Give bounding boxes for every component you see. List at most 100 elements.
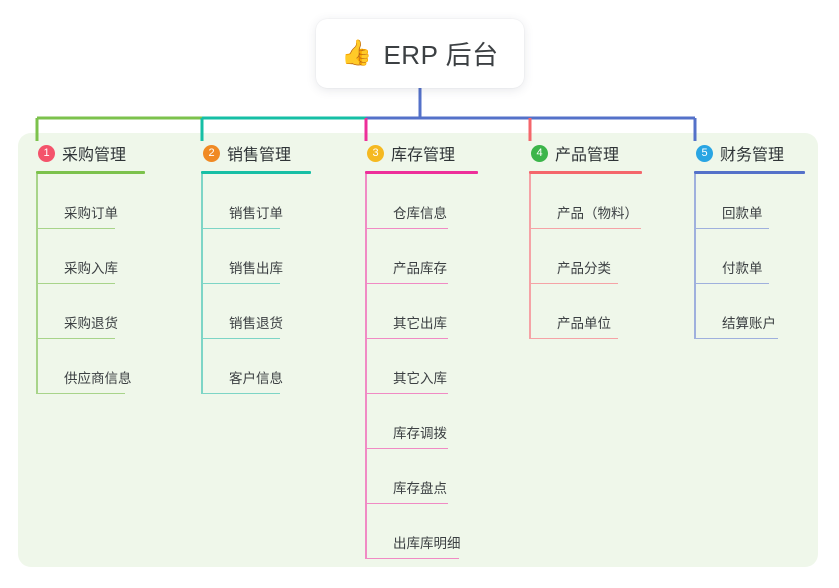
leaf-item-rule (365, 337, 448, 339)
leaf-item-rule (694, 337, 778, 339)
leaf-item[interactable]: 采购退货 (36, 284, 145, 339)
column-4: 4 产品管理产品（物料） 产品分类产品单位 (529, 141, 642, 339)
leaf-item-label: 付款单 (722, 260, 763, 276)
leaf-item[interactable]: 出库库明细 (365, 504, 478, 559)
leaf-item-label: 产品分类 (557, 260, 611, 276)
leaf-item-label: 销售退货 (229, 315, 283, 331)
leaf-item[interactable]: 其它入库 (365, 339, 478, 394)
column-spine-3 (365, 174, 367, 559)
leaf-item-rule (201, 337, 280, 339)
leaf-item[interactable]: 采购订单 (36, 174, 145, 229)
leaf-list-5: 回款单付款单结算账户 (694, 174, 805, 339)
leaf-item[interactable]: 库存盘点 (365, 449, 478, 504)
leaf-item[interactable]: 回款单 (694, 174, 805, 229)
leaf-item-rule (365, 447, 448, 449)
leaf-item-label: 销售出库 (229, 260, 283, 276)
column-spine-4 (529, 174, 531, 339)
column-header-rule-2 (201, 171, 311, 174)
leaf-item-rule (365, 282, 448, 284)
column-header-3[interactable]: 3 库存管理 (365, 141, 478, 165)
leaf-item[interactable]: 产品（物料） (529, 174, 642, 229)
column-title-5: 财务管理 (720, 147, 785, 164)
leaf-item-label: 采购入库 (64, 260, 118, 276)
column-badge-2: 2 (203, 144, 220, 162)
leaf-item-label: 其它入库 (393, 370, 447, 386)
column-title-4: 产品管理 (555, 147, 620, 164)
leaf-list-3: 仓库信息产品库存其它出库其它入库库存调拨库存盘点出库库明细 (365, 174, 478, 559)
leaf-item-label: 库存调拨 (393, 425, 447, 441)
leaf-item[interactable]: 产品单位 (529, 284, 642, 339)
leaf-item-rule (529, 282, 618, 284)
branches-panel (18, 133, 818, 567)
leaf-item-label: 产品（物料） (557, 205, 638, 221)
leaf-item[interactable]: 供应商信息 (36, 339, 145, 394)
leaf-item[interactable]: 产品库存 (365, 229, 478, 284)
root-node[interactable]: 👍 ERP 后台 (316, 19, 524, 88)
leaf-item-rule (36, 392, 125, 394)
column-title-3: 库存管理 (391, 147, 456, 164)
leaf-item-label: 产品单位 (557, 315, 611, 331)
leaf-list-1: 采购订单采购入库采购退货供应商信息 (36, 174, 145, 394)
leaf-item-rule (201, 227, 280, 229)
column-spine-1 (36, 174, 38, 394)
column-badge-5: 5 (696, 144, 713, 162)
column-spine-5 (694, 174, 696, 339)
column-badge-4: 4 (531, 144, 548, 162)
leaf-item-rule (694, 282, 769, 284)
leaf-item[interactable]: 其它出库 (365, 284, 478, 339)
leaf-item-label: 出库库明细 (393, 535, 461, 551)
column-title-2: 销售管理 (227, 147, 292, 164)
column-badge-1: 1 (38, 144, 55, 162)
leaf-item-rule (36, 282, 115, 284)
column-1: 1 采购管理采购订单采购入库采购退货供应商信息 (36, 141, 145, 394)
leaf-item-rule (201, 282, 280, 284)
leaf-item-label: 销售订单 (229, 205, 283, 221)
column-header-2[interactable]: 2 销售管理 (201, 141, 311, 165)
leaf-item[interactable]: 产品分类 (529, 229, 642, 284)
leaf-item-label: 产品库存 (393, 260, 447, 276)
leaf-list-2: 销售订单销售出库销售退货客户信息 (201, 174, 311, 394)
leaf-item-label: 采购订单 (64, 205, 118, 221)
column-header-5[interactable]: 5 财务管理 (694, 141, 805, 165)
leaf-item[interactable]: 结算账户 (694, 284, 805, 339)
leaf-item-label: 其它出库 (393, 315, 447, 331)
root-node-label: ERP 后台 (383, 40, 499, 70)
leaf-item-rule (529, 227, 641, 229)
leaf-item-rule (36, 337, 115, 339)
leaf-item[interactable]: 付款单 (694, 229, 805, 284)
column-5: 5 财务管理回款单付款单结算账户 (694, 141, 805, 339)
leaf-item-label: 供应商信息 (64, 370, 132, 386)
column-header-4[interactable]: 4 产品管理 (529, 141, 642, 165)
leaf-item[interactable]: 采购入库 (36, 229, 145, 284)
column-spine-2 (201, 174, 203, 394)
column-3: 3 库存管理仓库信息产品库存其它出库其它入库库存调拨库存盘点出库库明细 (365, 141, 478, 559)
leaf-item-label: 客户信息 (229, 370, 283, 386)
leaf-item[interactable]: 库存调拨 (365, 394, 478, 449)
leaf-item[interactable]: 销售出库 (201, 229, 311, 284)
column-title-1: 采购管理 (62, 147, 127, 164)
leaf-item[interactable]: 销售退货 (201, 284, 311, 339)
leaf-item[interactable]: 客户信息 (201, 339, 311, 394)
leaf-item-label: 仓库信息 (393, 205, 447, 221)
column-header-1[interactable]: 1 采购管理 (36, 141, 145, 165)
column-header-rule-4 (529, 171, 642, 174)
leaf-item-label: 库存盘点 (393, 480, 447, 496)
thumbs-up-icon: 👍 (341, 39, 373, 67)
leaf-item[interactable]: 仓库信息 (365, 174, 478, 229)
leaf-list-4: 产品（物料） 产品分类产品单位 (529, 174, 642, 339)
leaf-item-rule (201, 392, 280, 394)
leaf-item-rule (365, 502, 448, 504)
column-badge-3: 3 (367, 144, 384, 162)
leaf-item-label: 结算账户 (722, 315, 776, 331)
leaf-item-rule (694, 227, 769, 229)
leaf-item-label: 回款单 (722, 205, 763, 221)
leaf-item[interactable]: 销售订单 (201, 174, 311, 229)
leaf-item-rule (529, 337, 618, 339)
column-header-rule-1 (36, 171, 145, 174)
column-header-rule-5 (694, 171, 805, 174)
leaf-item-rule (36, 227, 115, 229)
leaf-item-label: 采购退货 (64, 315, 118, 331)
leaf-item-rule (365, 557, 459, 559)
column-2: 2 销售管理销售订单销售出库销售退货客户信息 (201, 141, 311, 394)
